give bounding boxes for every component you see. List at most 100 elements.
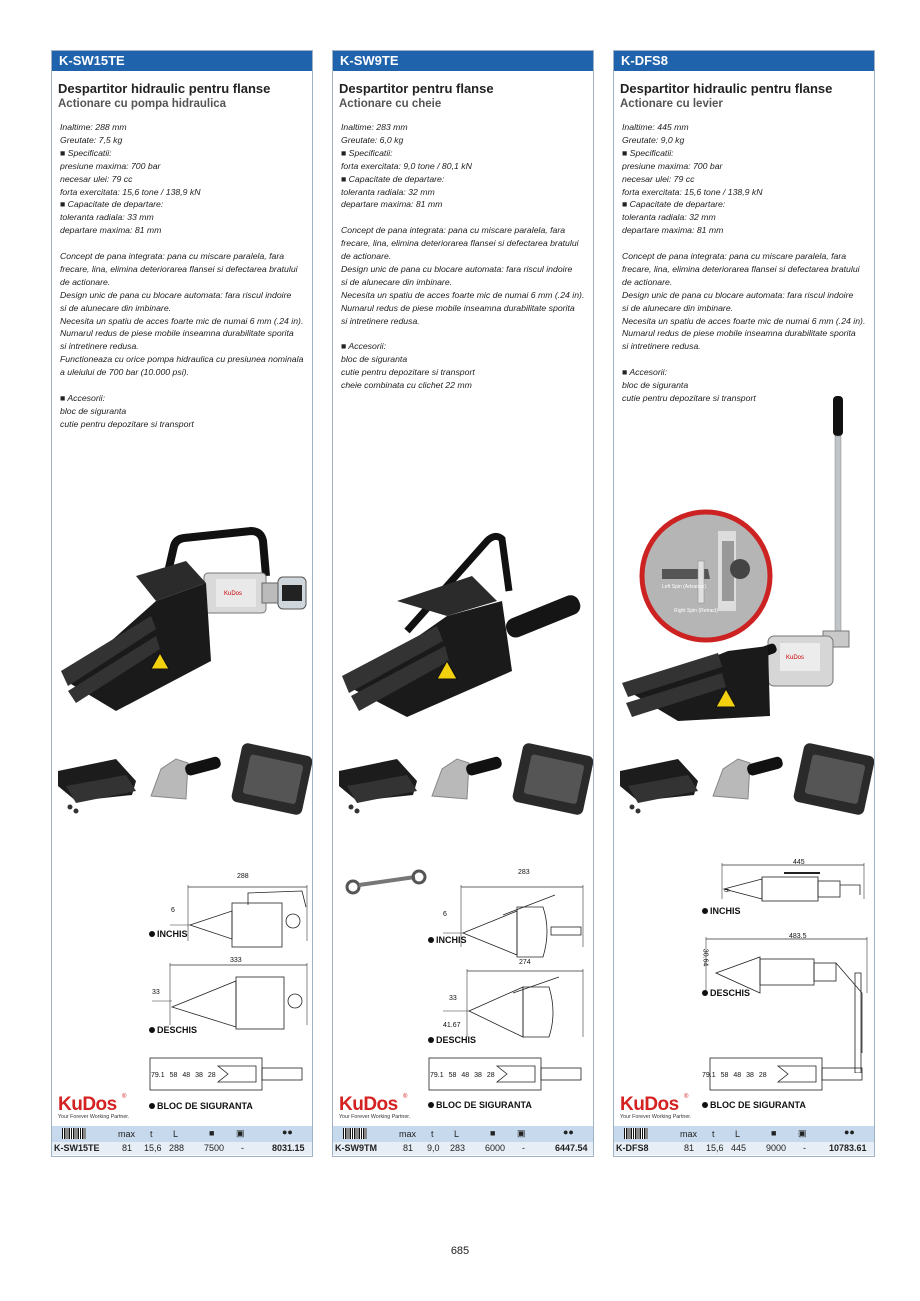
packaging-icon: ▣ <box>236 1128 245 1138</box>
spec-line: Numarul redus de piese mobile inseamna d… <box>622 328 856 339</box>
spec-line: Numarul redus de piese mobile inseamna d… <box>60 328 294 339</box>
safety-step-label: 48 <box>182 1072 191 1079</box>
safety-step-label: 58 <box>169 1072 178 1079</box>
spec-line: cutie pentru depozitare si transport <box>60 418 194 429</box>
barcode-icon <box>624 1128 648 1139</box>
open-label: DESCHIS <box>702 988 750 998</box>
product-subtitle: Actionare cu cheie <box>339 98 442 110</box>
spec-line: ■ Accesorii: <box>60 393 105 403</box>
row-l: 288 <box>169 1143 185 1153</box>
open-label-text: DESCHIS <box>436 1035 477 1045</box>
spec-table-row: K-SW15TE 81 15,6 288 7500 - 8031.15 <box>52 1142 312 1155</box>
dim-closed-width: 288 <box>237 873 249 880</box>
spec-line: frecare, lina, elimina deteriorarea flan… <box>60 263 298 274</box>
inset-retract-label: Right Spin (Retract) <box>674 608 718 614</box>
spec-line: forta exercitata: 15,6 tone / 138,9 kN <box>622 186 763 197</box>
spec-line: de actionare. <box>60 276 111 287</box>
closed-label-text: INCHIS <box>157 929 188 939</box>
packaging-icon: ▣ <box>798 1128 807 1138</box>
dimension-drawing-open <box>443 969 584 1038</box>
bullet-dot <box>702 1102 708 1108</box>
dim-open-gap: 33 <box>152 989 160 996</box>
barcode-icon <box>343 1128 367 1139</box>
spec-gap <box>60 237 310 250</box>
product-subtitle: Actionare cu levier <box>620 98 723 110</box>
spec-line: toleranta radiala: 32 mm <box>341 186 435 197</box>
spec-line: ■ Accesorii: <box>622 367 667 378</box>
row-price: 10783.61 <box>829 1143 867 1153</box>
inset-advance-label: Left Spin (Advance) <box>662 584 706 590</box>
spec-gap <box>622 353 872 366</box>
spec-line: Greutate: 9,0 kg <box>622 134 685 145</box>
safety-step-label: 28 <box>758 1072 767 1079</box>
flange-spreader-image <box>342 532 581 717</box>
spec-line: departare maxima: 81 mm <box>341 199 443 210</box>
dim-open-gap: 30.64 <box>701 948 709 967</box>
product-specs: Inaltime: 445 mm Greutate: 9,0 kg ■ Spec… <box>622 121 872 405</box>
svg-text:KuDos: KuDos <box>224 591 242 597</box>
coins-icon: ●● <box>282 1127 293 1137</box>
spec-line: cutie pentru depozitare si transport <box>622 393 756 403</box>
product-title: Despartitor hidraulic pentru flanse <box>620 81 833 96</box>
spec-line: frecare, lina, elimina deteriorarea flan… <box>341 238 579 249</box>
product-column-k-sw15te: K-SW15TE Despartitor hidraulic pentru fl… <box>51 50 313 1157</box>
product-column-k-dfs8: K-DFS8 Despartitor hidraulic pentru flan… <box>613 50 875 1157</box>
spec-line: Necesita un spatiu de acces foarte mic d… <box>341 289 585 300</box>
row-qty: 6000 <box>485 1143 506 1153</box>
col-max: max <box>118 1129 136 1139</box>
spec-line: Greutate: 6,0 kg <box>341 134 404 145</box>
safety-step-label: 58 <box>448 1072 457 1079</box>
spec-line: Inaltime: 283 mm <box>341 122 408 132</box>
row-pack: - <box>522 1143 525 1153</box>
col-l: L <box>454 1129 460 1139</box>
spec-line: ■ Specificatii: <box>622 147 674 158</box>
dim-open-width: 274 <box>519 959 531 966</box>
closed-label-text: INCHIS <box>710 906 741 916</box>
spec-line: si intretinere redusa. <box>622 341 701 352</box>
row-code: K-DFS8 <box>616 1143 649 1153</box>
bullet-dot <box>149 1103 155 1109</box>
spec-line: Greutate: 7,5 kg <box>60 134 123 145</box>
bullet-dot <box>428 1037 434 1043</box>
row-code: K-SW9TM <box>335 1143 377 1153</box>
logo-name: KuDos <box>58 1094 117 1115</box>
safety-step-label: 79.1 <box>430 1072 444 1079</box>
row-max: 81 <box>122 1143 133 1153</box>
row-qty: 9000 <box>766 1143 787 1153</box>
spec-line: toleranta radiala: 32 mm <box>622 212 716 223</box>
kudos-logo: KuDos ® Your Forever Working Partner. <box>58 1094 138 1122</box>
row-price: 6447.54 <box>555 1143 588 1153</box>
dim-closed-width: 283 <box>518 869 530 876</box>
dim-open-width: 483.5 <box>789 933 807 940</box>
spec-line: ■ Capacitate de departare: <box>60 199 164 210</box>
bullet-dot <box>702 908 708 914</box>
spec-line: departare maxima: 81 mm <box>60 225 162 236</box>
safety-block-drawing <box>709 1057 863 1091</box>
logo-name: KuDos <box>339 1094 398 1115</box>
product-subtitle: Actionare cu pompa hidraulica <box>58 98 227 110</box>
barcode-icon <box>62 1128 86 1139</box>
registered-mark: ® <box>684 1094 689 1100</box>
col-t: t <box>150 1129 153 1139</box>
col-max: max <box>399 1129 417 1139</box>
spec-line: Design unic de pana cu blocare automata:… <box>622 289 854 300</box>
spec-gap <box>622 237 872 250</box>
registered-mark: ® <box>403 1094 408 1100</box>
spec-table-row: K-SW9TM 81 9,0 283 6000 - 6447.54 <box>333 1142 593 1155</box>
bullet-dot <box>149 1027 155 1033</box>
kudos-logo: KuDos ® Your Forever Working Partner. <box>339 1094 419 1122</box>
spec-table-header: max t L ■ ▣ ●● <box>333 1126 593 1142</box>
safety-step-labels: 79.1 58 48 38 28 <box>702 1072 770 1079</box>
row-max: 81 <box>684 1143 695 1153</box>
open-label-text: DESCHIS <box>157 1025 198 1035</box>
col-t: t <box>712 1129 715 1139</box>
bullet-dot <box>702 990 708 996</box>
registered-mark: ® <box>122 1094 127 1100</box>
row-t: 15,6 <box>706 1143 724 1153</box>
spec-line: Concept de pana integrata: pana cu misca… <box>60 251 285 262</box>
spec-line: forta exercitata: 15,6 tone / 138,9 kN <box>60 186 201 197</box>
spec-line: bloc de siguranta <box>60 405 127 416</box>
spec-line: ■ Specificatii: <box>60 147 112 158</box>
open-label: DESCHIS <box>428 1035 476 1045</box>
logo-tagline: Your Forever Working Partner. <box>58 1114 130 1120</box>
